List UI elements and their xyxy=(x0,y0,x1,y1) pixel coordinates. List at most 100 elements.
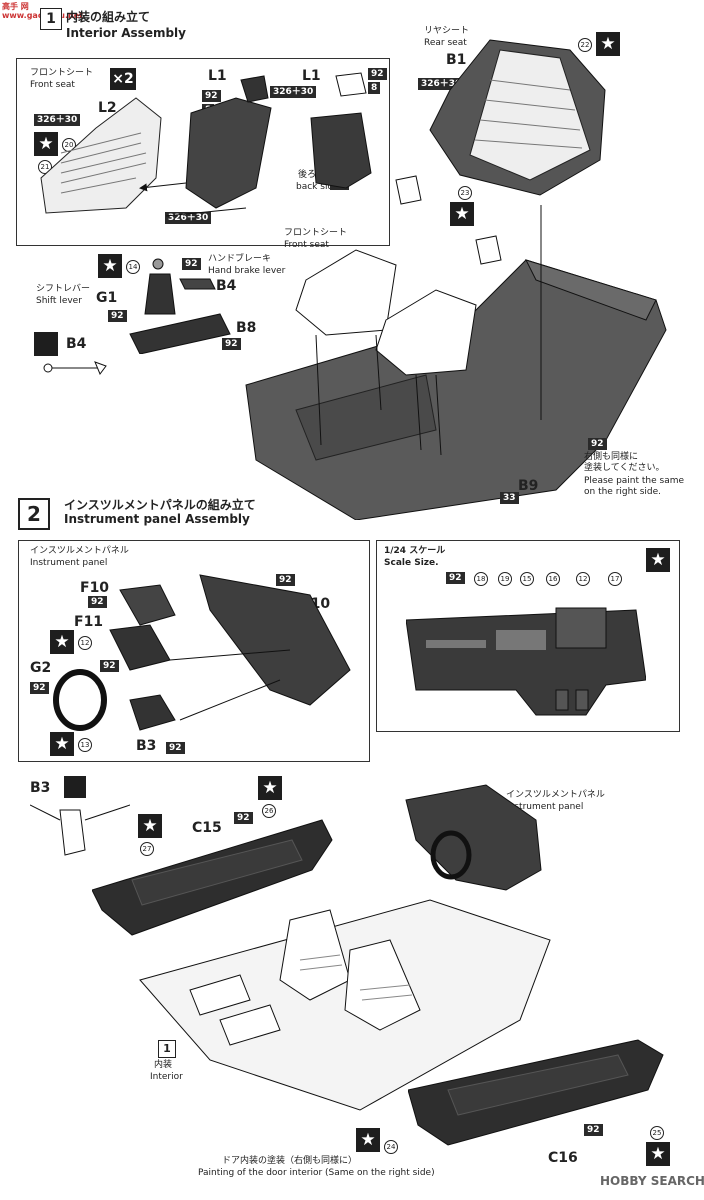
star-icon: ★ xyxy=(50,630,74,654)
decal-23: 23 xyxy=(458,186,472,200)
instrument-panel-illustration xyxy=(53,574,351,731)
part-l1b: L1 xyxy=(302,68,321,84)
door-panel-left xyxy=(92,819,333,936)
door-note-en: Painting of the door interior (Same on t… xyxy=(198,1168,435,1178)
star-icon: ★ xyxy=(138,814,162,838)
step1-title-en: Interior Assembly xyxy=(66,26,186,40)
decal-26: 26 xyxy=(262,804,276,818)
star-icon: ★ xyxy=(356,1128,380,1152)
decal-25: 25 xyxy=(650,1126,664,1140)
door-note-jp: ドア内装の塗装（右側も同様に） xyxy=(222,1156,358,1166)
paint-92-k: 92 xyxy=(166,742,185,754)
note-jp: 右側も同様に 塗装してください。 xyxy=(584,452,665,473)
b4-detail-illustration xyxy=(43,361,107,375)
paint-92-h: 92 xyxy=(88,596,107,608)
part-g2: G2 xyxy=(30,660,52,676)
paint-92-n: 92 xyxy=(234,812,253,824)
decal-24: 24 xyxy=(384,1140,398,1154)
star-icon: ★ xyxy=(646,1142,670,1166)
star-icon: ★ xyxy=(50,732,74,756)
part-f11: F11 xyxy=(74,614,104,630)
paint-92-i: 92 xyxy=(100,660,119,672)
paint-92-j: 92 xyxy=(30,682,49,694)
front-seat-illustrations xyxy=(40,72,372,217)
shift-jp: シフトレバー xyxy=(36,284,91,294)
floor-assembly xyxy=(245,175,667,520)
paint-326-a: 326＋30 xyxy=(34,114,81,126)
decal-16: 16 xyxy=(546,572,560,586)
door-panel-right xyxy=(408,1039,664,1146)
panel-box-en: Instrument panel xyxy=(30,558,108,568)
paint-92-g: 92 xyxy=(588,438,607,450)
decal-13: 13 xyxy=(78,738,92,752)
watermark-bottom: HOBBY SEARCH xyxy=(600,1174,704,1188)
interior-jp: 内装 xyxy=(154,1060,173,1070)
star-icon: ★ xyxy=(450,202,474,226)
paint-33: 33 xyxy=(500,492,519,504)
rear-seat-en: Rear seat xyxy=(424,38,467,48)
step2-title-en: Instrument panel Assembly xyxy=(64,512,250,526)
decal-19: 19 xyxy=(498,572,512,586)
scale-en: Scale Size. xyxy=(384,558,439,568)
console-illustration xyxy=(129,258,231,354)
front-seat-title-en: Front seat xyxy=(30,80,75,90)
star-icon: ★ xyxy=(258,776,282,800)
decal-12: 12 xyxy=(78,636,92,650)
step1-title-jp: 内装の組み立て xyxy=(66,10,151,24)
paint-92-o: 92 xyxy=(584,1124,603,1136)
decal-14: 14 xyxy=(126,260,140,274)
decal-12b: 12 xyxy=(576,572,590,586)
part-l2: L2 xyxy=(98,100,117,116)
decal-21: 21 xyxy=(38,160,52,174)
part-c16: C16 xyxy=(548,1150,578,1166)
decal-17: 17 xyxy=(608,572,622,586)
rear-seat-illustration xyxy=(429,39,606,196)
panel-box-jp: インスツルメントパネル xyxy=(30,546,129,556)
paint-92-m: 92 xyxy=(446,572,465,584)
step3-panel-jp: インスツルメントパネル xyxy=(506,790,605,800)
front-seat-main-jp: フロントシート xyxy=(284,228,348,238)
step2-number: 2 xyxy=(18,498,50,530)
decal-22: 22 xyxy=(578,38,592,52)
qty-badge: ×2 xyxy=(110,68,136,90)
back-side-jp: 後ろ側 xyxy=(298,170,326,180)
interior-en: Interior xyxy=(150,1072,183,1082)
dashboard-3d xyxy=(405,784,542,891)
paint-92-b: 92 xyxy=(368,68,387,80)
interior-ref: 1 xyxy=(158,1040,176,1058)
b3-detail-illustration xyxy=(30,804,130,856)
paint-92-a: 92 xyxy=(202,90,221,102)
rear-seat-jp: リヤシート xyxy=(424,26,470,36)
part-b4-detail: B4 xyxy=(66,336,87,352)
interior-assembly xyxy=(139,899,551,1111)
part-f10: F10 xyxy=(80,580,110,596)
brand-icon xyxy=(64,776,86,798)
step3-panel-en: Instrument panel xyxy=(506,802,584,812)
paint-92-l: 92 xyxy=(276,574,295,586)
star-icon: ★ xyxy=(646,548,670,572)
part-b8: B8 xyxy=(236,320,257,336)
part-l1a: L1 xyxy=(208,68,227,84)
note-en: Please paint the same on the right side. xyxy=(584,476,685,497)
part-b4: B4 xyxy=(216,278,237,294)
star-icon: ★ xyxy=(34,132,58,156)
part-b1: B1 xyxy=(446,52,467,68)
front-seat-title-jp: フロントシート xyxy=(30,68,94,78)
decal-15: 15 xyxy=(520,572,534,586)
step1-number: 1 xyxy=(40,8,62,30)
part-b3-detail: B3 xyxy=(30,780,51,796)
brake-jp: ハンドブレーキ xyxy=(208,254,272,264)
part-b9: B9 xyxy=(518,478,539,494)
step2-title-jp: インスツルメントパネルの組み立て xyxy=(64,498,256,512)
star-icon: ★ xyxy=(596,32,620,56)
part-g1: G1 xyxy=(96,290,118,306)
scale-dashboard xyxy=(406,607,646,716)
paint-326-b: 326＋30 xyxy=(270,86,317,98)
decal-18: 18 xyxy=(474,572,488,586)
paint-92-d: 92 xyxy=(182,258,201,270)
back-side-en: back side xyxy=(296,182,339,192)
scale-jp: 1/24 スケール xyxy=(384,546,446,556)
front-seat-main-en: Front seat xyxy=(284,240,329,250)
brake-en: Hand brake lever xyxy=(208,266,286,276)
part-b3: B3 xyxy=(136,738,157,754)
